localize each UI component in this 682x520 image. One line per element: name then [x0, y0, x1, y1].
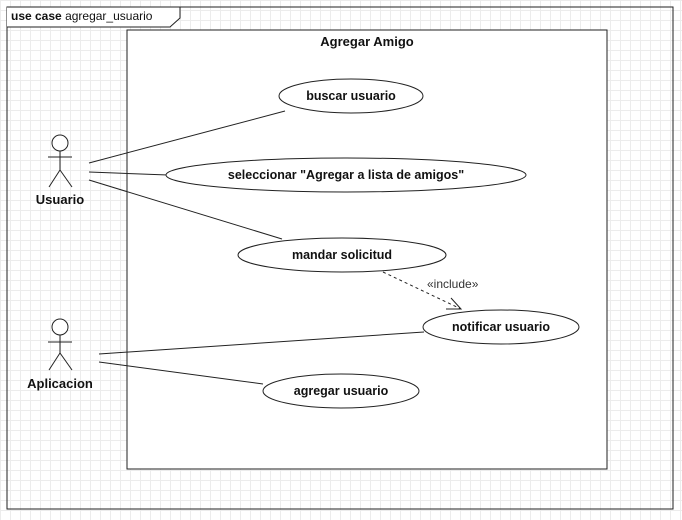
usecase-seleccionar-agregar[interactable]: [165, 157, 527, 193]
actor-usuario-label: Usuario: [35, 192, 85, 207]
assoc-aplicacion-agregar: [98, 361, 264, 385]
usecase-notificar-usuario[interactable]: [422, 309, 580, 345]
include-arrowhead: [446, 297, 463, 310]
actor-aplicacion-label: Aplicacion: [27, 376, 93, 391]
frame-tab: [7, 6, 181, 28]
assoc-aplicacion-notificar: [98, 331, 425, 355]
usecase-mandar-solicitud[interactable]: [237, 237, 447, 273]
system-title: Agregar Amigo: [320, 34, 414, 49]
usecase-mandar-label: mandar solicitud: [291, 248, 393, 262]
usecase-seleccionar-label: seleccionar "Agregar a lista de amigos": [227, 168, 465, 182]
usecase-buscar-usuario[interactable]: [278, 78, 424, 114]
frame-keyword: use case: [11, 9, 62, 23]
usecase-notificar-label: notificar usuario: [452, 320, 550, 334]
usecase-agregar-label: agregar usuario: [293, 384, 389, 398]
outer-frame: [6, 6, 674, 510]
assoc-usuario-buscar: [88, 110, 286, 164]
frame-label: use case agregar_usuario: [11, 9, 152, 23]
usecase-agregar-usuario[interactable]: [262, 373, 420, 409]
actor-aplicacion-figure[interactable]: [48, 318, 73, 371]
assoc-usuario-seleccionar: [88, 171, 169, 176]
frame-name: agregar_usuario: [65, 9, 153, 23]
include-stereotype-label: «include»: [427, 277, 479, 291]
assoc-usuario-mandar: [88, 179, 283, 240]
include-arrow-line: [382, 271, 462, 310]
actor-usuario-figure[interactable]: [48, 134, 73, 188]
usecase-buscar-label: buscar usuario: [306, 89, 396, 103]
